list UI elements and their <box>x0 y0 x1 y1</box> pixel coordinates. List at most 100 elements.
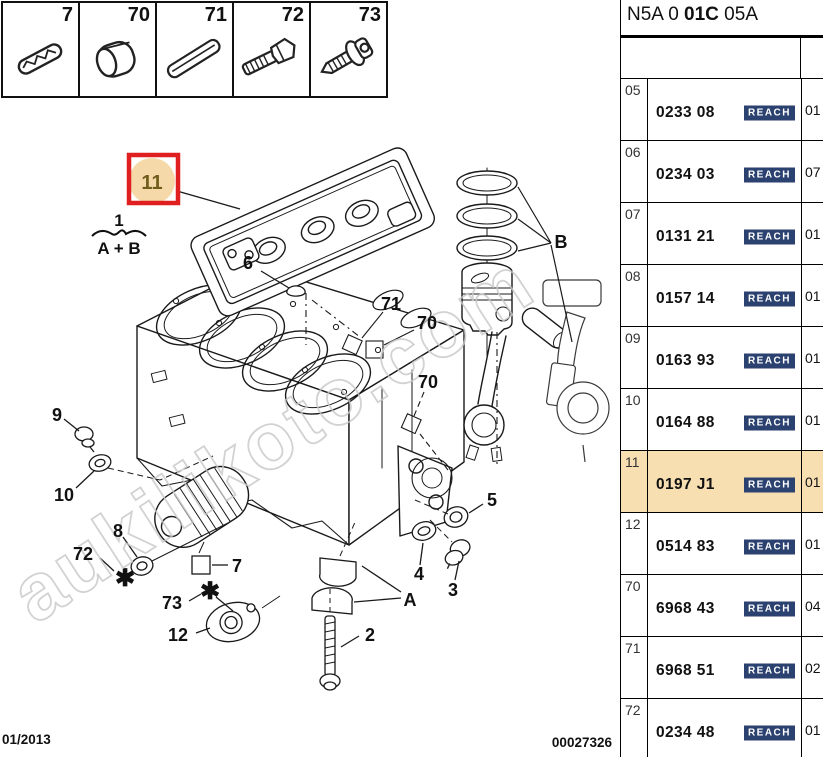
callout-B[interactable]: B <box>555 232 568 252</box>
callout-2[interactable]: 2 <box>365 625 375 645</box>
part-number: 0233 08 <box>656 103 715 121</box>
table-row[interactable]: 11 0197 J1 REACH 01 <box>621 450 823 512</box>
thumbnail-label: 73 <box>358 4 381 26</box>
part-number: 0234 48 <box>656 723 715 741</box>
row-part-cell: 0157 14 REACH <box>648 265 801 326</box>
table-row[interactable]: 05 0233 08 REACH 01 <box>621 78 823 140</box>
row-part-cell: 0234 03 REACH <box>648 141 801 202</box>
highlight-red-box <box>126 152 181 206</box>
torx-screw-icon <box>320 37 374 75</box>
row-quantity: 01 <box>801 79 823 140</box>
callout-70b[interactable]: 70 <box>418 372 438 392</box>
row-index: 12 <box>621 513 648 574</box>
row-part-cell: 0233 08 REACH <box>648 79 801 140</box>
row-part-cell: 0514 83 REACH <box>648 513 801 574</box>
row-part-cell: 6968 51 REACH <box>648 637 801 698</box>
reach-badge[interactable]: REACH <box>743 725 795 741</box>
table-row[interactable]: 07 0131 21 REACH 01 <box>621 202 823 264</box>
footer-date: 01/2013 <box>2 732 51 747</box>
table-spacer-row <box>621 38 823 78</box>
b-leader-lines <box>517 186 573 343</box>
table-row[interactable]: 09 0163 93 REACH 01 <box>621 326 823 388</box>
row-part-cell: 0163 93 REACH <box>648 327 801 388</box>
reach-badge[interactable]: REACH <box>743 415 795 431</box>
table-row[interactable]: 10 0164 88 REACH 01 <box>621 388 823 450</box>
reach-badge[interactable]: REACH <box>743 229 795 245</box>
reach-badge[interactable]: REACH <box>743 477 795 493</box>
part-number: 0131 21 <box>656 227 715 245</box>
engine-exploded-diagram: ✱ ✱ aukilikoto.com 6 B 71 <box>0 147 612 750</box>
callout-3[interactable]: 3 <box>448 580 458 600</box>
table-row[interactable]: 72 0234 48 REACH 01 <box>621 698 823 757</box>
reach-badge[interactable]: REACH <box>743 663 795 679</box>
roll-pin-icon <box>166 38 221 79</box>
table-row[interactable]: 08 0157 14 REACH 01 <box>621 264 823 326</box>
callout-A[interactable]: A <box>404 590 417 610</box>
callout-10[interactable]: 10 <box>54 485 74 505</box>
thumbnail-part-7[interactable]: 7 <box>1 1 80 98</box>
part-number: 0163 93 <box>656 351 715 369</box>
row-index: 08 <box>621 265 648 326</box>
row-part-cell: 0234 48 REACH <box>648 699 801 757</box>
fastener-thumbnail-strip: 7 70 <box>1 1 388 98</box>
callout-9[interactable]: 9 <box>52 405 62 425</box>
reach-badge[interactable]: REACH <box>743 353 795 369</box>
callout-4[interactable]: 4 <box>414 564 424 584</box>
thumbnail-part-70[interactable]: 70 <box>78 1 157 98</box>
part-number: 0157 14 <box>656 289 715 307</box>
callout-6[interactable]: 6 <box>243 253 253 273</box>
thumbnail-label: 70 <box>127 4 150 26</box>
callout-72[interactable]: 72 <box>73 544 93 564</box>
thumbnail-part-72[interactable]: 72 <box>232 1 311 98</box>
row-part-cell: 0197 J1 REACH <box>648 451 801 512</box>
row-index: 06 <box>621 141 648 202</box>
piston-assembly-drawing <box>456 167 569 463</box>
reach-badge[interactable]: REACH <box>743 601 795 617</box>
table-row[interactable]: 06 0234 03 REACH 07 <box>621 140 823 202</box>
part-number: 0164 88 <box>656 413 715 431</box>
star-73-icon: ✱ <box>200 578 220 605</box>
part-number: 6968 51 <box>656 661 715 679</box>
callout-12[interactable]: 12 <box>168 625 188 645</box>
reach-badge[interactable]: REACH <box>743 105 795 121</box>
table-row[interactable]: 71 6968 51 REACH 02 <box>621 636 823 698</box>
callout-8[interactable]: 8 <box>113 521 123 541</box>
row-quantity: 01 <box>801 699 823 757</box>
small-parts-drawings <box>74 270 471 691</box>
thumbnail-label: 7 <box>61 4 73 26</box>
row-index: 71 <box>621 637 648 698</box>
thumbnail-label: 72 <box>281 4 304 26</box>
small-gaskets-drawing <box>372 289 432 329</box>
row-index: 11 <box>621 451 648 512</box>
group-brace <box>91 229 147 237</box>
star-marks: ✱ ✱ <box>115 565 220 605</box>
table-row[interactable]: 12 0514 83 REACH 01 <box>621 512 823 574</box>
row-quantity: 01 <box>801 513 823 574</box>
highlight-circle <box>129 158 175 204</box>
callout-73[interactable]: 73 <box>162 593 182 613</box>
callout-70a[interactable]: 70 <box>417 313 437 333</box>
row-quantity: 01 <box>801 451 823 512</box>
bushing-icon <box>95 40 136 78</box>
part-number: 0197 J1 <box>656 475 715 493</box>
cover-gasket-drawing <box>190 147 436 317</box>
callout-7[interactable]: 7 <box>232 556 242 576</box>
highlighted-callout-11[interactable]: 11 <box>126 152 181 206</box>
reach-badge[interactable]: REACH <box>743 167 795 183</box>
qty-column-divider <box>800 38 801 78</box>
row-index: 70 <box>621 575 648 636</box>
code-bold: 01C <box>684 4 719 25</box>
thumbnail-part-71[interactable]: 71 <box>155 1 234 98</box>
row-part-cell: 0164 88 REACH <box>648 389 801 450</box>
row-quantity: 04 <box>801 575 823 636</box>
callout-71[interactable]: 71 <box>381 294 401 314</box>
callout-5[interactable]: 5 <box>487 490 497 510</box>
table-row[interactable]: 70 6968 43 REACH 04 <box>621 574 823 636</box>
catalog-code-header: N5A 0 01C 05A <box>621 0 823 38</box>
part-number: 6968 43 <box>656 599 715 617</box>
hex-bolt-icon <box>241 37 296 76</box>
construction-lines <box>305 293 498 471</box>
reach-badge[interactable]: REACH <box>743 291 795 307</box>
thumbnail-part-73[interactable]: 73 <box>309 1 388 98</box>
reach-badge[interactable]: REACH <box>743 539 795 555</box>
